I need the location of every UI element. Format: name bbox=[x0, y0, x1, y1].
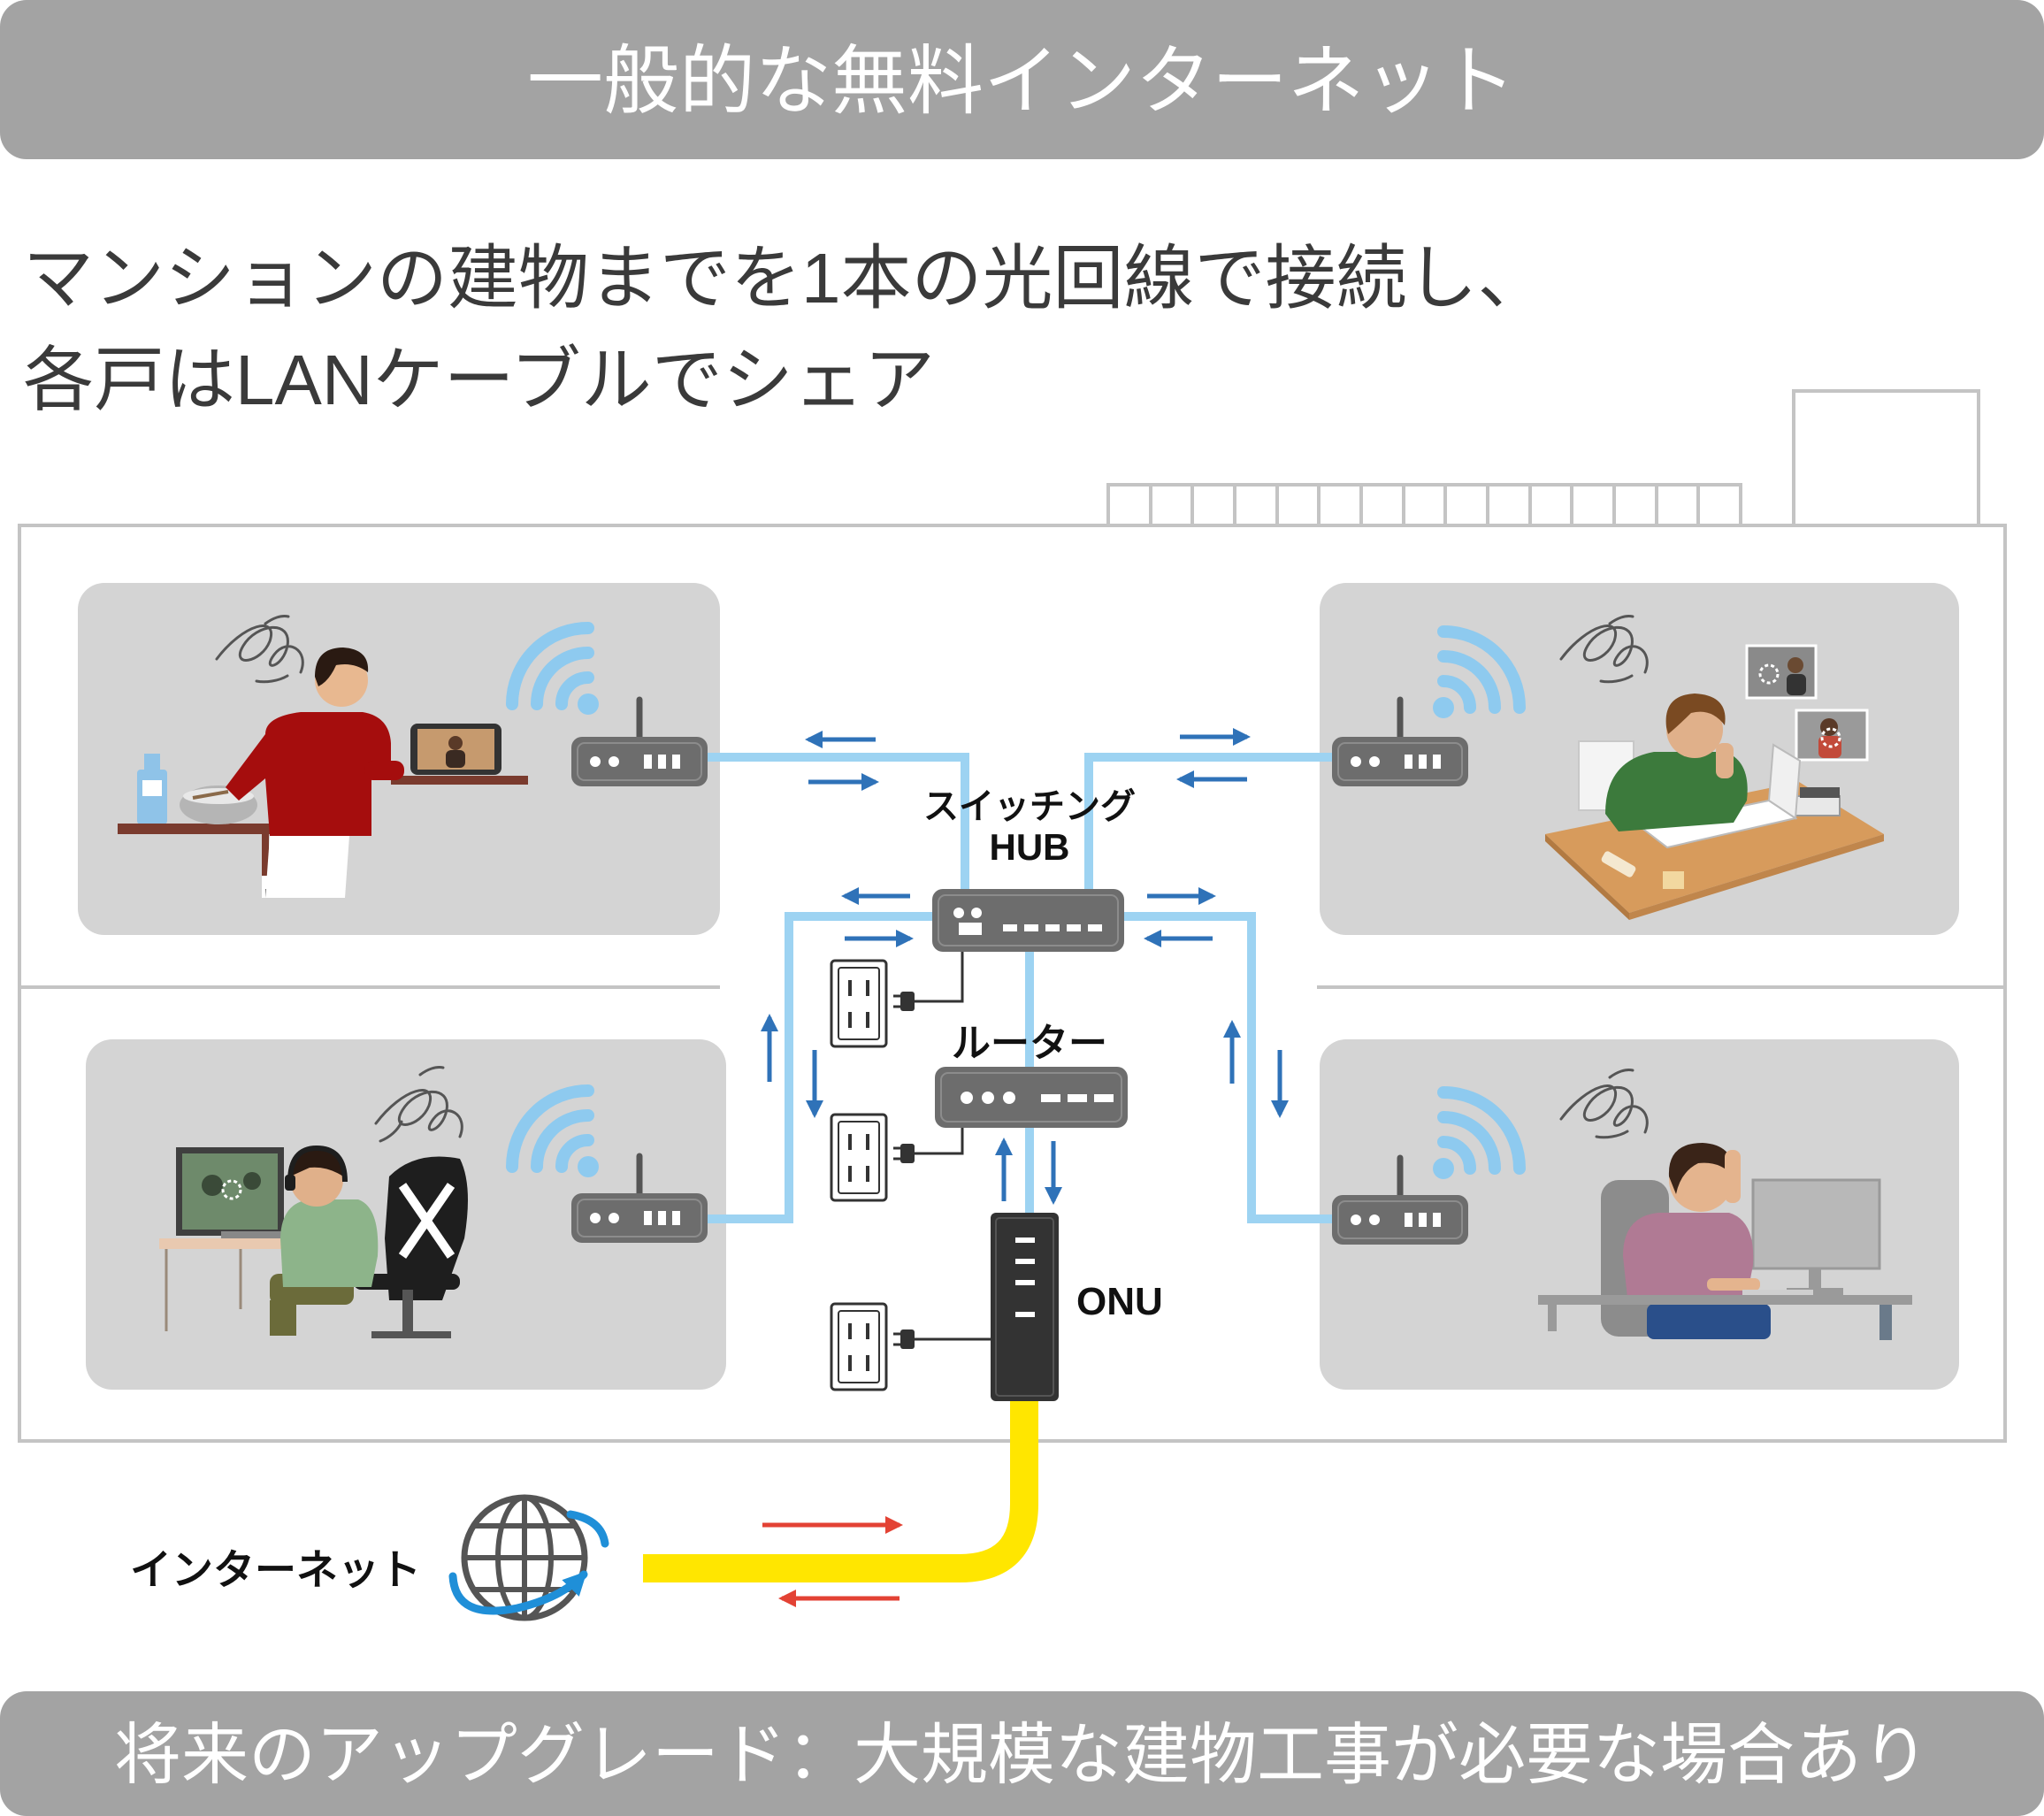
stress-scribble-icon bbox=[1559, 615, 1649, 684]
globe-icon bbox=[448, 1494, 609, 1621]
broadband-router-icon bbox=[935, 1067, 1128, 1128]
footer-banner: 将来のアップグレード：大規模な建物工事が必要な場合あり bbox=[0, 1691, 2044, 1816]
title-banner: 一般的な無料インターネット bbox=[0, 0, 2044, 159]
lan-cable-bottom-right bbox=[1124, 912, 1332, 1223]
router-icon bbox=[1332, 696, 1468, 786]
page-title: 一般的な無料インターネット bbox=[527, 39, 1516, 124]
power-plug-hub bbox=[893, 952, 964, 1011]
game-monitor bbox=[176, 1147, 284, 1246]
router-icon bbox=[1332, 1154, 1468, 1245]
desk-monitor bbox=[1751, 1178, 1881, 1295]
gaming-chair bbox=[354, 1156, 468, 1338]
stress-scribble-icon bbox=[374, 1066, 463, 1143]
router-icon bbox=[571, 696, 708, 786]
video-call-window-1 bbox=[1745, 644, 1818, 700]
person-laptop-illustration bbox=[1545, 615, 1884, 920]
person-desk-illustration bbox=[1538, 1069, 1912, 1340]
wifi-icon bbox=[506, 622, 599, 715]
lan-cable-top-left bbox=[708, 753, 969, 889]
lan-cable-bottom-left bbox=[708, 912, 932, 1223]
power-plug-router bbox=[893, 1128, 964, 1163]
router-label: ルーター bbox=[952, 1022, 1107, 1065]
hub-label-line-2: HUB bbox=[990, 826, 1070, 868]
stress-scribble-icon bbox=[1559, 1069, 1649, 1139]
router-icon bbox=[571, 1153, 708, 1243]
internet-label: インターネット bbox=[130, 1546, 421, 1593]
person-cooking-illustration bbox=[118, 615, 528, 898]
subtitle-line-2: 各戸はLANケーブルでシェア bbox=[23, 341, 935, 419]
room-top-left bbox=[78, 583, 720, 935]
power-plug-onu bbox=[893, 1329, 991, 1349]
onu-icon bbox=[991, 1213, 1059, 1401]
wifi-icon bbox=[1433, 625, 1526, 718]
wifi-icon bbox=[1433, 1086, 1526, 1179]
power-outlet-icon bbox=[830, 1302, 888, 1391]
video-call-window-2 bbox=[1795, 709, 1869, 762]
hub-label-line-1: スイッチング bbox=[923, 787, 1136, 826]
lan-cable-top-right bbox=[1084, 753, 1332, 889]
power-outlet-icon bbox=[830, 959, 888, 1048]
subtitle-line-1: マンションの建物までを1本の光回線で接続し、 bbox=[23, 239, 1549, 318]
switching-hub-icon bbox=[932, 889, 1124, 952]
footer-note: 将来のアップグレード：大規模な建物工事が必要な場合あり bbox=[114, 1718, 1929, 1793]
onu-label: ONU bbox=[1076, 1280, 1163, 1323]
tablet-video-call bbox=[410, 724, 501, 775]
stress-scribble-icon bbox=[215, 615, 304, 684]
fiber-optic-line bbox=[643, 1401, 1038, 1582]
power-outlet-icon bbox=[830, 1113, 888, 1202]
person-gaming-illustration bbox=[159, 1066, 468, 1338]
wifi-icon bbox=[506, 1084, 599, 1177]
roof-railing bbox=[1106, 483, 1742, 527]
